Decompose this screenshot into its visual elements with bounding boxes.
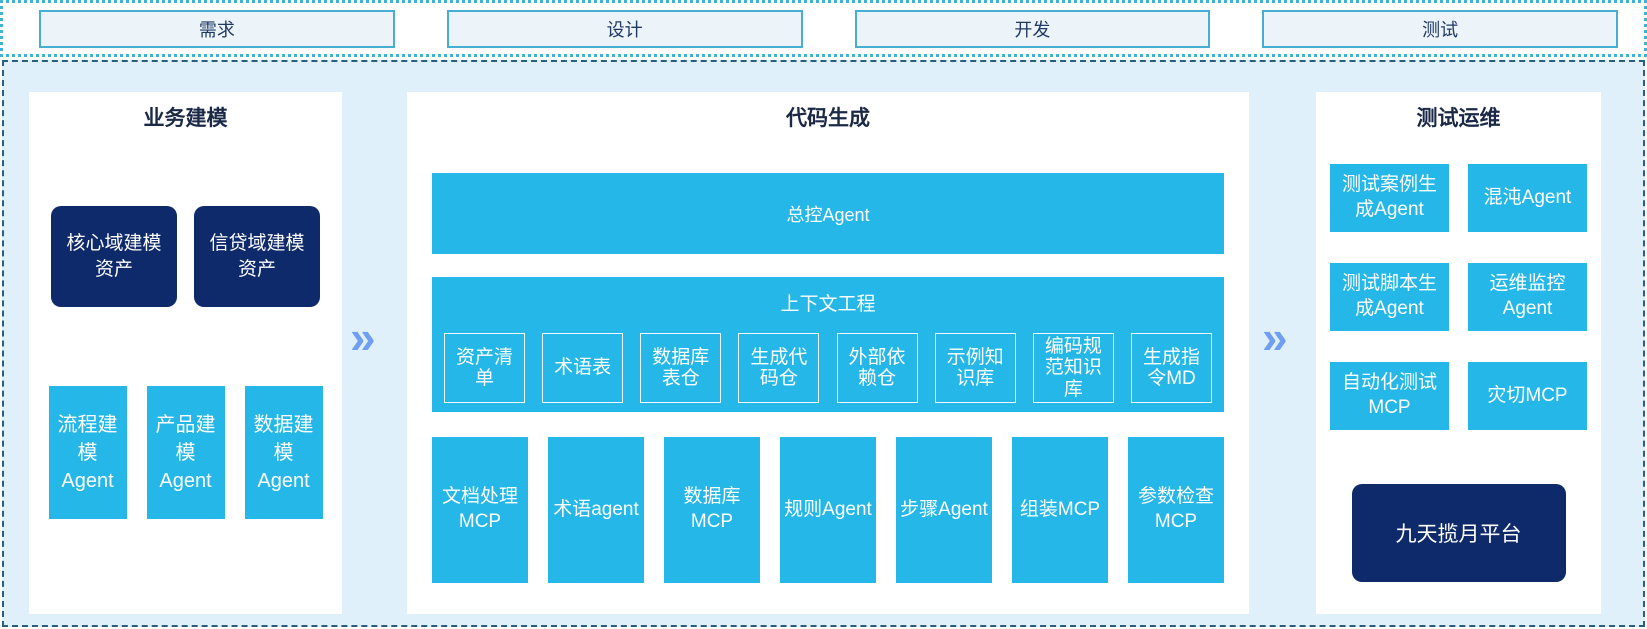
context-item-generation-instruction-md: 生成指令MD — [1130, 333, 1212, 403]
chevron-right-icon: » — [1262, 311, 1288, 363]
context-item-asset-list: 资产清单 — [444, 333, 525, 403]
context-item-glossary: 术语表 — [542, 333, 624, 403]
context-item-coding-standard-knowledge-base: 编码规范知识库 — [1032, 333, 1114, 403]
asset-box-core-domain: 核心域建模资产 — [51, 206, 177, 307]
platform-box-jiutian-lanyue: 九天揽月平台 — [1351, 484, 1566, 582]
test-ops-grid: 测试案例生成Agent 混沌Agent 测试脚本生成Agent 运维监控Agen… — [1316, 164, 1601, 430]
tool-row: 文档处理MCP 术语agent 数据库MCP 规则Agent 步骤Agent 组… — [432, 437, 1224, 583]
tool-box-database-mcp: 数据库MCP — [664, 437, 760, 583]
asset-box-credit-domain: 信贷域建模资产 — [194, 206, 320, 307]
panel-title-test-ops: 测试运维 — [1416, 107, 1501, 130]
test-box-disaster-switch-mcp: 灾切MCP — [1468, 362, 1587, 430]
stage-development: 开发 — [854, 9, 1211, 48]
tool-box-terminology-agent: 术语agent — [548, 437, 644, 583]
agent-box-product-modeling: 产品建模Agent — [146, 386, 225, 519]
test-box-automated-testing-mcp: 自动化测试MCP — [1330, 362, 1449, 430]
stage-requirements: 需求 — [39, 9, 395, 48]
test-box-script-generation-agent: 测试脚本生成Agent — [1330, 263, 1449, 331]
tool-box-assembly-mcp: 组装MCP — [1012, 437, 1108, 583]
test-box-ops-monitoring-agent: 运维监控Agent — [1468, 263, 1587, 331]
panel-title-business-modeling: 业务建模 — [143, 107, 228, 130]
tool-box-step-agent: 步骤Agent — [896, 437, 992, 583]
chevron-right-icon: » — [350, 311, 376, 363]
modeling-agent-row: 流程建模Agent 产品建模Agent 数据建模Agent — [29, 386, 342, 519]
panel-business-modeling: 业务建模 核心域建模资产 信贷域建模资产 流程建模Agent 产品建模Agent… — [29, 92, 342, 614]
context-item-external-dependency-repo: 外部依赖仓 — [836, 333, 918, 403]
context-engineering-box: 上下文工程 资产清单 术语表 数据库表仓 生成代码仓 外部依赖仓 示例知识库 编… — [432, 277, 1224, 412]
context-item-example-knowledge-base: 示例知识库 — [934, 333, 1016, 403]
panel-title-code-generation: 代码生成 — [786, 107, 870, 130]
test-box-case-generation-agent: 测试案例生成Agent — [1330, 164, 1449, 232]
panel-code-generation: 代码生成 总控Agent 上下文工程 资产清单 术语表 数据库表仓 生成代码仓 … — [407, 92, 1249, 614]
agent-box-data-modeling: 数据建模Agent — [244, 386, 323, 519]
test-box-chaos-agent: 混沌Agent — [1468, 164, 1587, 232]
stage-design: 设计 — [446, 9, 803, 48]
asset-row: 核心域建模资产 信贷域建模资产 — [29, 206, 342, 307]
context-item-generated-code-repo: 生成代码仓 — [738, 333, 820, 403]
stage-band: 需求 设计 开发 测试 — [0, 0, 1647, 57]
context-item-db-table-repo: 数据库表仓 — [640, 333, 722, 403]
context-items-row: 资产清单 术语表 数据库表仓 生成代码仓 外部依赖仓 示例知识库 编码规范知识库… — [444, 333, 1212, 403]
tool-box-rule-agent: 规则Agent — [780, 437, 876, 583]
tool-box-parameter-check-mcp: 参数检查MCP — [1128, 437, 1224, 583]
context-engineering-title: 上下文工程 — [780, 294, 876, 315]
master-agent-bar: 总控Agent — [432, 173, 1224, 254]
tool-box-document-processing-mcp: 文档处理MCP — [432, 437, 528, 583]
panel-test-ops: 测试运维 测试案例生成Agent 混沌Agent 测试脚本生成Agent 运维监… — [1316, 92, 1601, 614]
stage-testing: 测试 — [1262, 9, 1618, 48]
main-container: 业务建模 核心域建模资产 信贷域建模资产 流程建模Agent 产品建模Agent… — [2, 60, 1645, 627]
agent-box-process-modeling: 流程建模Agent — [48, 386, 127, 519]
